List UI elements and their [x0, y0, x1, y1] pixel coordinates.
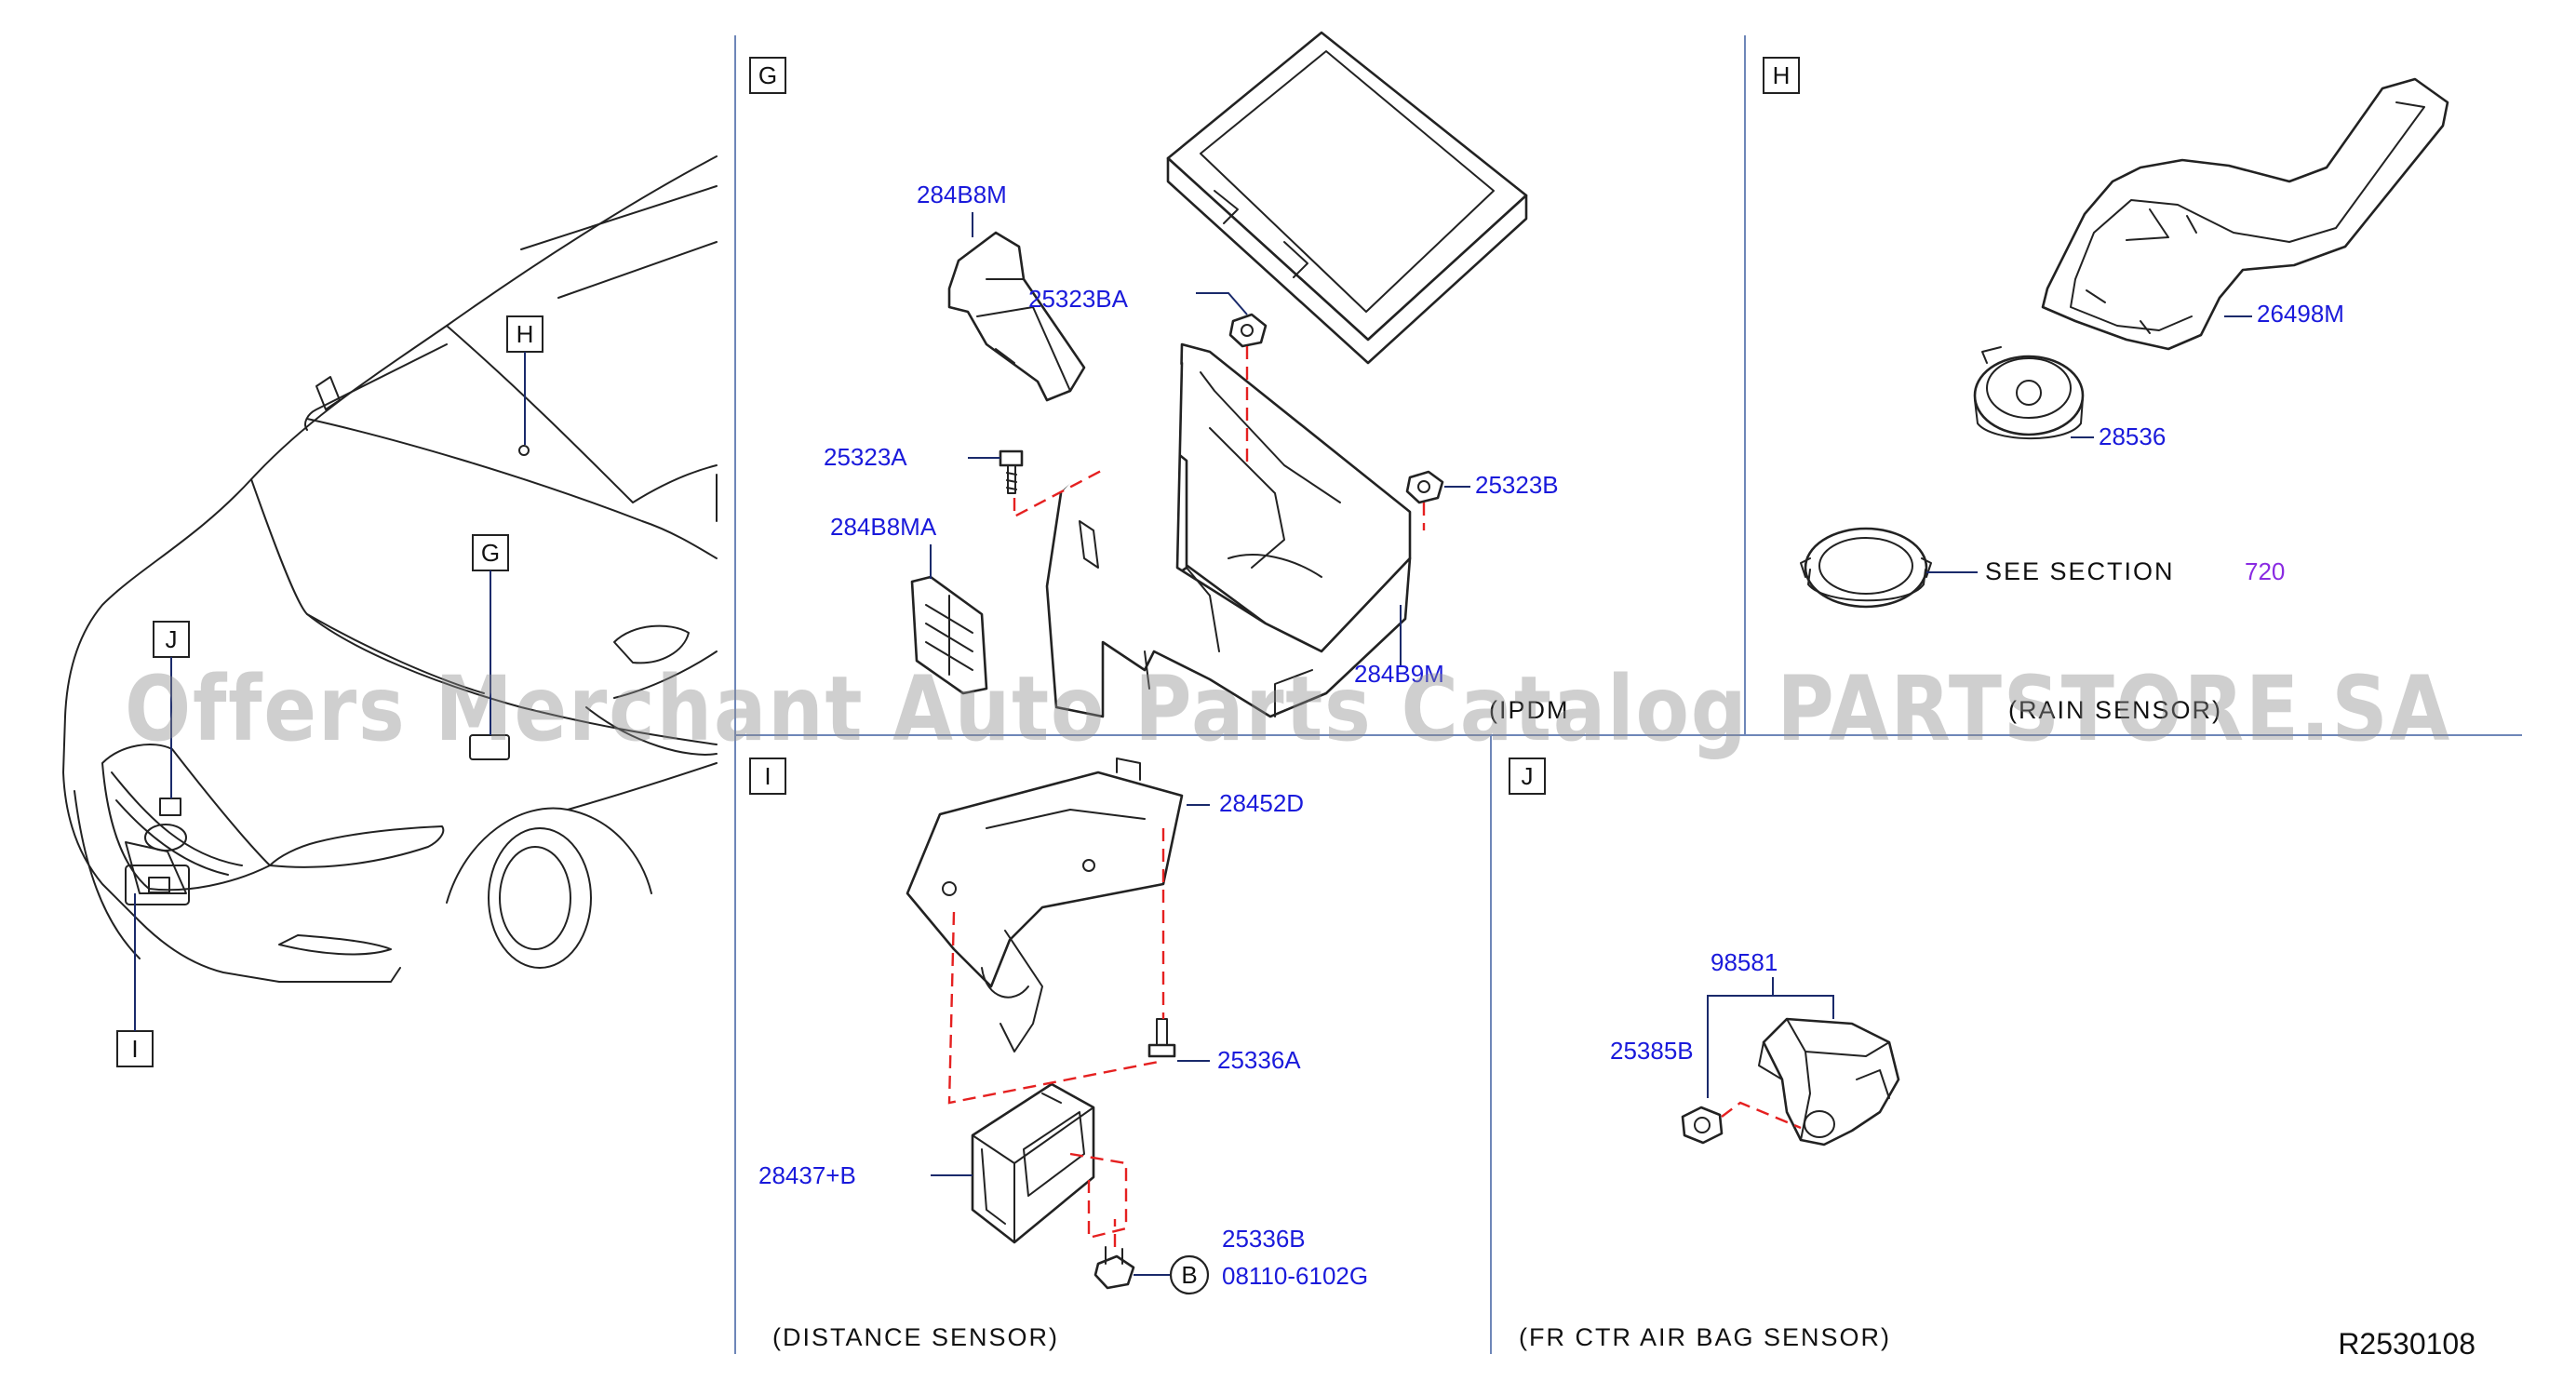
pn-25323a: 25323A	[824, 443, 907, 471]
nut-25385b	[1681, 1106, 1724, 1145]
pn-26498m: 26498M	[2257, 300, 2344, 328]
ipdm-box	[1045, 342, 1412, 718]
circle-b	[1169, 1254, 1210, 1295]
pn-25385b: 25385B	[1610, 1037, 1694, 1065]
pn-25323ba: 25323BA	[1028, 285, 1129, 313]
pn-08110-6102g: 08110-6102G	[1222, 1262, 1368, 1290]
sensor-98581	[1758, 1017, 1900, 1146]
pn-28452d: 28452D	[1219, 789, 1304, 817]
section-i-box	[749, 758, 786, 795]
pn-98581: 98581	[1711, 948, 1778, 976]
section-h-box	[1763, 57, 1800, 94]
nut-25323ba	[1228, 313, 1268, 348]
section-i: I	[749, 758, 1368, 1351]
section-g-box	[749, 57, 786, 94]
section-g: G	[749, 31, 1570, 724]
nut-25323b	[1405, 470, 1444, 504]
pn-25336b: 25336B	[1222, 1225, 1306, 1253]
bracket-28452d	[906, 758, 1184, 1053]
diagram-code: R2530108	[2338, 1327, 2475, 1361]
pn-284b8ma: 284B8MA	[830, 513, 937, 541]
pn-28536: 28536	[2099, 422, 2166, 450]
callout-h-vehicle[interactable]: H	[506, 315, 543, 445]
caption-h: (RAIN SENSOR)	[2008, 696, 2222, 724]
callout-j-vehicle-label: J	[166, 625, 178, 653]
pn-284b9m: 284B9M	[1354, 660, 1444, 688]
ipdm-cover	[1166, 31, 1528, 365]
section-j: J 98581 25385B (FR CTR AIR BAG SENSOR)	[1509, 758, 1900, 1351]
sensor-28536	[1973, 346, 2085, 440]
pn-25336a: 25336A	[1217, 1046, 1301, 1074]
callout-h-vehicle-label: H	[517, 320, 534, 348]
sensor-28437b	[971, 1082, 1095, 1244]
bolt-25336a	[1147, 1018, 1176, 1058]
callout-g-vehicle-label: G	[481, 539, 500, 567]
bracket-ring	[1800, 527, 1932, 609]
callout-i-vehicle-label: I	[131, 1035, 138, 1063]
section-h: H 26498M 28536 SEE SECTION 72	[1763, 57, 2449, 724]
pn-25323b: 25323B	[1475, 471, 1559, 499]
callout-i-vehicle[interactable]: I	[116, 893, 154, 1067]
caption-i: (DISTANCE SENSOR)	[772, 1323, 1059, 1351]
watermark: Offers Merchant Auto Parts Catalog PARTS…	[125, 657, 2451, 761]
section-j-label: J	[1522, 762, 1534, 790]
bolt-25336b	[1093, 1246, 1135, 1290]
vehicle-overview	[62, 155, 718, 983]
caption-j: (FR CTR AIR BAG SENSOR)	[1519, 1323, 1891, 1351]
section-i-label: I	[764, 762, 771, 790]
cover-26498m	[2041, 77, 2449, 351]
circle-b-label: B	[1181, 1261, 1197, 1289]
caption-g: (IPDM	[1489, 696, 1570, 724]
bracket-284b8m	[947, 231, 1086, 402]
section-j-box	[1509, 758, 1546, 795]
callout-g-vehicle[interactable]: G	[472, 534, 509, 735]
callout-j-vehicle[interactable]: J	[153, 621, 190, 798]
pn-28437b: 28437+B	[758, 1161, 856, 1189]
pn-284b8m: 284B8M	[917, 181, 1007, 208]
see-section-number[interactable]: 720	[2245, 557, 2285, 585]
bolt-25323a	[999, 449, 1024, 494]
see-section-text: SEE SECTION	[1985, 557, 2175, 585]
section-g-label: G	[758, 61, 777, 89]
section-h-label: H	[1773, 61, 1791, 89]
